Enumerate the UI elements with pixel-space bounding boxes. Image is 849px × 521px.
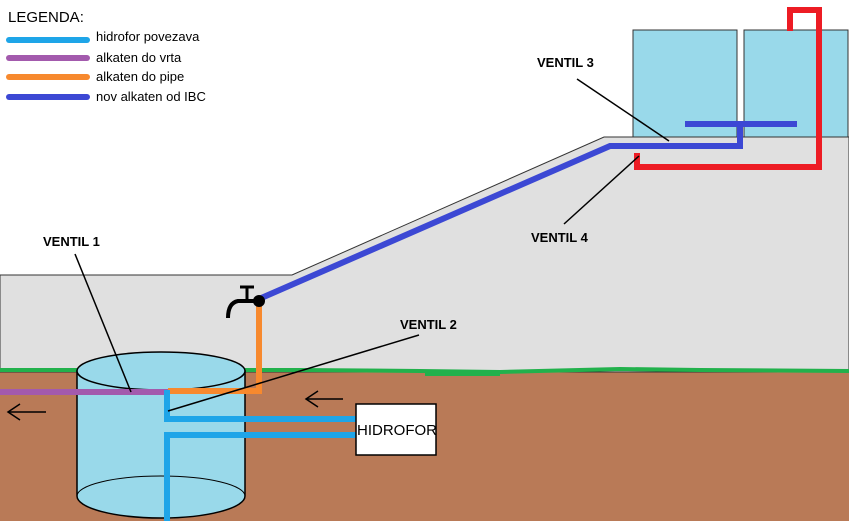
- hidrofor-pipe-upper: [164, 390, 356, 422]
- legend-title: LEGENDA:: [8, 9, 84, 26]
- ventil-4-leader: [563, 155, 640, 225]
- ibc-tank-left: [632, 29, 738, 138]
- ibc-pipe: [257, 121, 797, 302]
- hidrofor-box: [355, 403, 437, 456]
- building-wall: [0, 136, 849, 373]
- arrow-left-icon: [304, 390, 343, 408]
- ventil-3-label: VENTIL 3: [537, 55, 594, 70]
- ventil-2-label: VENTIL 2: [400, 317, 457, 332]
- ventil-2-leader: [167, 334, 420, 412]
- legend-item-hidrofor: hidrofor povezava: [96, 29, 200, 44]
- ventil-1-leader: [74, 253, 132, 393]
- pipe-to-faucet: [168, 306, 262, 394]
- ventil-3-leader: [576, 78, 670, 142]
- ibc-tank-right: [743, 29, 849, 138]
- well-top: [76, 351, 246, 391]
- well-bottom-rim: [76, 475, 246, 497]
- arrow-left-icon: [6, 403, 46, 421]
- faucet-icon: [226, 285, 265, 319]
- hidrofor-pipe-lower: [164, 432, 356, 521]
- red-pipe: [634, 7, 822, 170]
- ventil-4-label: VENTIL 4: [531, 230, 589, 245]
- hidrofor-label: HIDROFOR: [357, 422, 437, 439]
- ventil-1-label: VENTIL 1: [43, 234, 100, 249]
- legend-item-vrt: alkaten do vrta: [96, 50, 182, 65]
- legend: LEGENDA: hidrofor povezava alkaten do vr…: [6, 9, 206, 104]
- legend-item-ibc: nov alkaten od IBC: [96, 89, 206, 104]
- legend-item-pipa: alkaten do pipe: [96, 69, 184, 84]
